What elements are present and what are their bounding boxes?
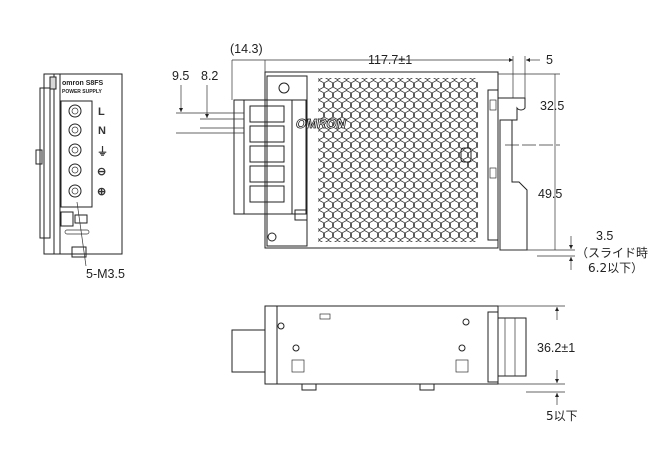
terminal-ground: ⏚ [97, 145, 108, 158]
screw-label: 5-M3.5 [86, 267, 125, 281]
dim-pitch-a: 9.5 [172, 69, 189, 83]
terminal-screws [68, 104, 82, 198]
terminal-L: L [98, 106, 105, 118]
dim-lower: 49.5 [538, 187, 562, 201]
dim-max: 5以下 [546, 409, 578, 423]
dim-rail: 5 [546, 53, 553, 67]
dim-depth: 36.2±1 [537, 341, 575, 355]
terminal-block [233, 99, 307, 215]
terminal-minus: ⊖ [97, 166, 106, 178]
omron-logo: OMRON [295, 116, 347, 131]
slide-note-2: 6.2以下） [588, 261, 643, 275]
terminal-plus: ⊕ [97, 186, 106, 198]
dim-width: 117.7±1 [368, 53, 412, 67]
subtitle-label: POWER SUPPLY [62, 89, 102, 95]
side-view: omron S8FS POWER SUPPLY L N ⏚ ⊖ ⊕ 5-M3.5 [35, 73, 125, 281]
front-view: OMRON (14.3) 117.7±1 5 9.5 8.2 32.5 49.5… [172, 42, 648, 275]
bottom-view: 36.2±1 5以下 [231, 305, 578, 423]
brand-label: omron S8FS [62, 80, 104, 87]
dim-slide: 3.5 [596, 229, 613, 243]
terminal-N: N [98, 125, 106, 137]
slide-note-1: （スライド時 [576, 246, 648, 260]
dim-upper: 32.5 [540, 99, 564, 113]
dim-left-offset: (14.3) [230, 42, 263, 56]
din-bracket [487, 89, 528, 251]
dim-pitch-b: 8.2 [201, 69, 218, 83]
